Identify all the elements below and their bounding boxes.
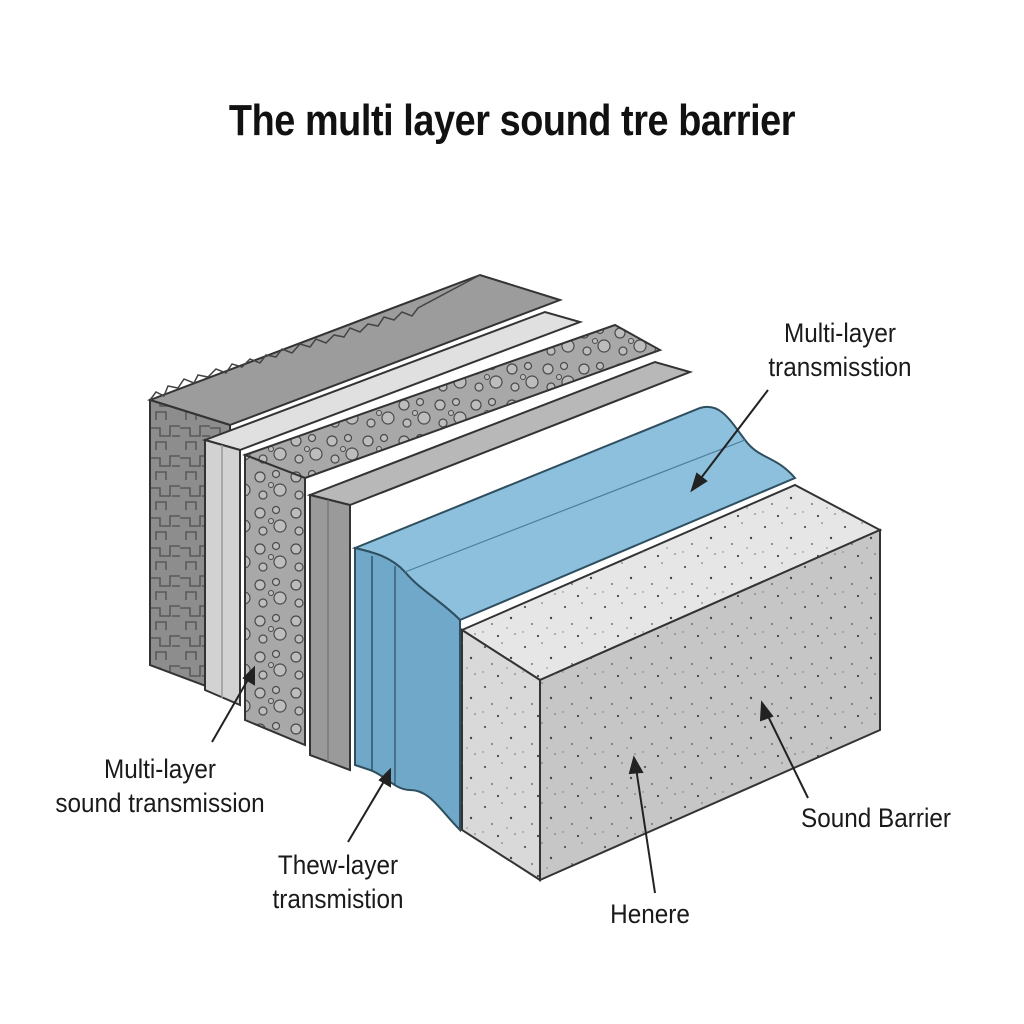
arrowhead-bottom-center (628, 755, 644, 775)
label-bottom-center: Henere (610, 899, 690, 929)
arrowhead-bottom-left (378, 767, 391, 788)
arrow-top-right (697, 389, 769, 483)
foam-layer (242, 323, 663, 747)
arrowhead-left (242, 665, 255, 686)
light-panel-layer (201, 310, 584, 707)
grey-panel-layer (306, 360, 694, 772)
leader-arrows (211, 389, 809, 894)
diagram-title: The multi layer sound tre barrier (228, 96, 796, 145)
arrowhead-top-right (690, 472, 708, 493)
label-left: Multi-layer sound transmission (55, 754, 265, 818)
label-bottom-left: Thew-layer transmistion (272, 850, 404, 914)
arrowhead-right (759, 700, 774, 722)
arrow-bottom-center (635, 767, 656, 894)
arrow-bottom-left (347, 777, 387, 843)
arrow-left (211, 675, 251, 743)
label-right: Sound Barrier (801, 803, 951, 833)
label-top-right: Multi-layer transmisstion (768, 318, 912, 382)
blue-membrane-layer (351, 405, 797, 833)
concrete-block-layer (459, 483, 883, 882)
arrow-right (765, 711, 809, 799)
